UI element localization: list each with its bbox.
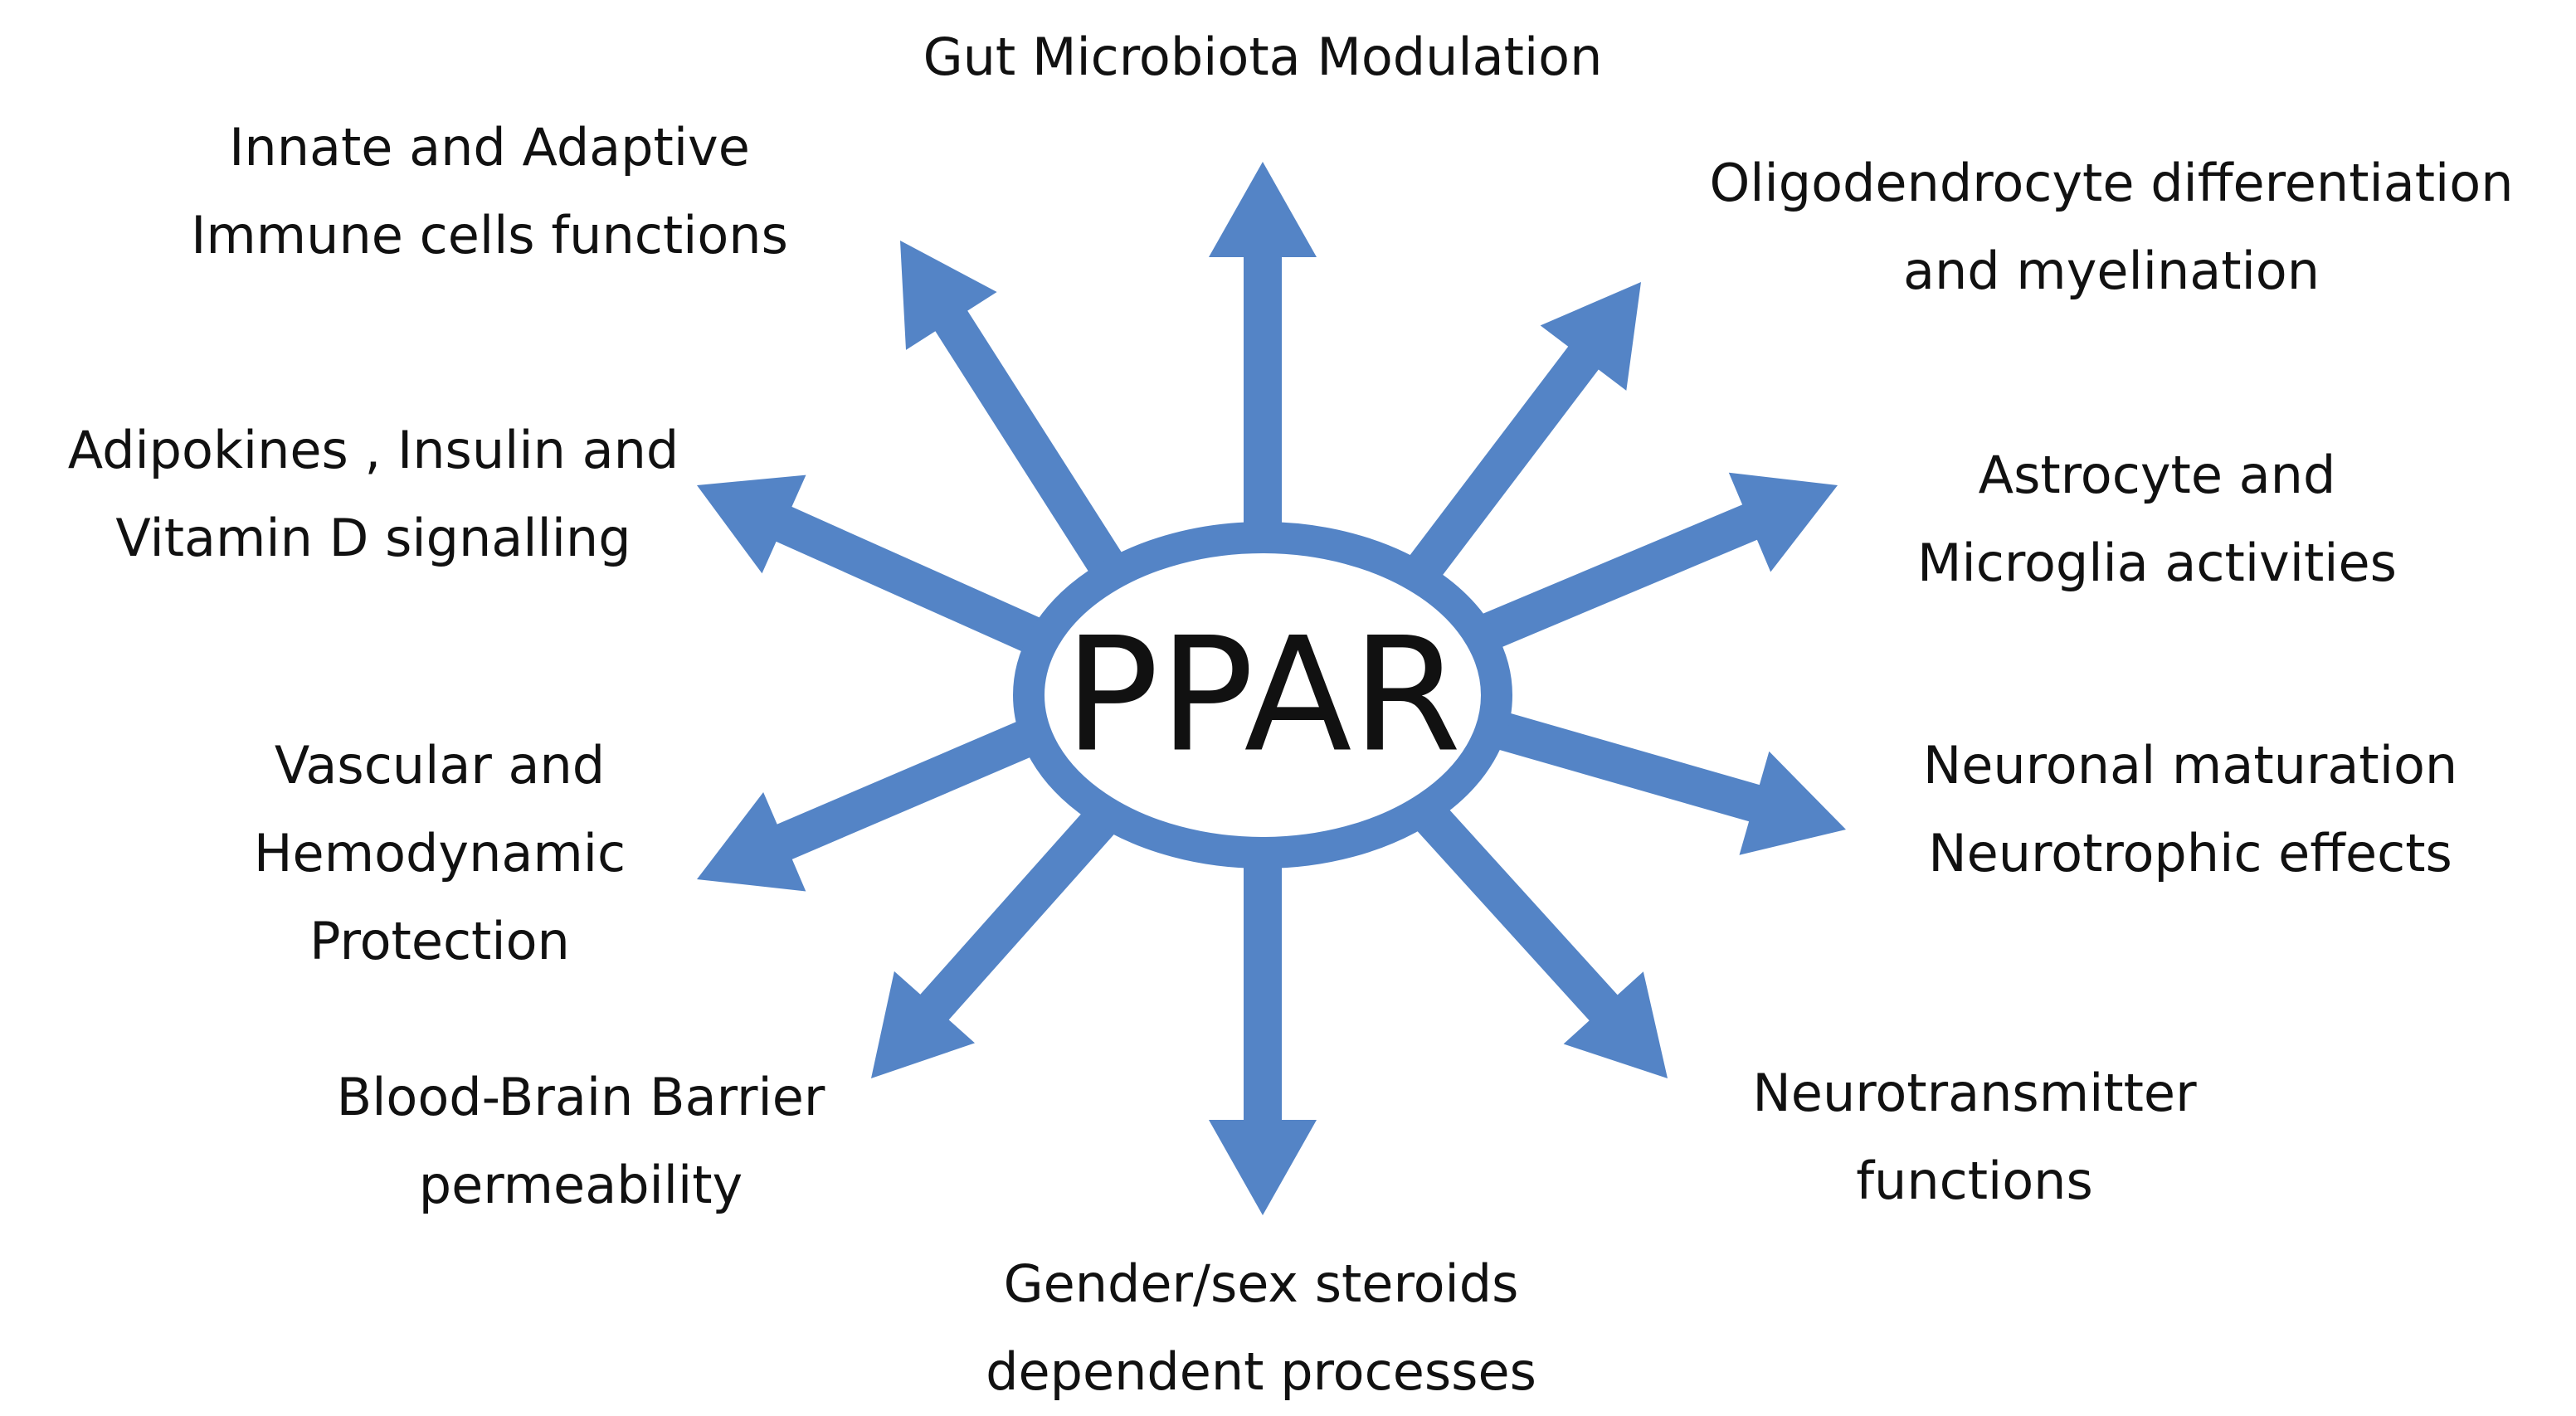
label-innate-adaptive-immune: Innate and Adaptive Immune cells functio… <box>116 104 863 280</box>
label-line: functions <box>1856 1151 2093 1211</box>
label-line: Innate and Adaptive <box>229 117 750 178</box>
label-line: Gut Microbiota Modulation <box>923 27 1603 87</box>
arrow-down-left <box>871 800 1122 1078</box>
label-line: Gender/sex steroids <box>1003 1253 1519 1314</box>
label-gut-microbiota: Gut Microbiota Modulation <box>848 13 1678 101</box>
label-blood-brain-barrier: Blood-Brain Barrier permeability <box>265 1053 896 1229</box>
label-line: Adipokines , Insulin and <box>67 420 679 480</box>
label-line: Microglia activities <box>1917 533 2397 593</box>
label-neurotransmitter: Neurotransmitter functions <box>1692 1049 2257 1225</box>
label-line: Vitamin D signalling <box>115 508 631 568</box>
arrow-down-right <box>1409 796 1668 1078</box>
label-line: Neurotransmitter <box>1752 1063 2197 1123</box>
label-adipokines-insulin: Adipokines , Insulin and Vitamin D signa… <box>8 406 738 582</box>
label-line: and myelination <box>1902 241 2320 301</box>
label-neuronal-maturation: Neuronal maturation Neurotrophic effects <box>1875 722 2505 898</box>
arrow-left-lower <box>697 710 1058 892</box>
label-line: Vascular and <box>274 735 606 796</box>
label-line: Neuronal maturation <box>1922 735 2458 796</box>
arrow-down <box>1209 842 1317 1215</box>
label-line: dependent processes <box>986 1341 1536 1402</box>
arrow-up-left <box>900 241 1128 583</box>
arrow-up-right <box>1399 282 1641 592</box>
label-line: Astrocyte and <box>1978 445 2336 505</box>
arrow-up <box>1209 162 1317 547</box>
arrow-right-lower <box>1479 707 1846 855</box>
label-line: Oligodendrocyte differentiation <box>1709 153 2514 213</box>
label-line: permeability <box>418 1155 743 1215</box>
label-line: Protection <box>309 911 570 971</box>
arrow-left-upper <box>697 474 1058 660</box>
label-line: Blood-Brain Barrier <box>336 1067 825 1127</box>
label-line: Hemodynamic <box>253 823 626 883</box>
label-gender-steroids: Gender/sex steroids dependent processes <box>929 1240 1593 1416</box>
label-vascular-hemodynamic: Vascular and Hemodynamic Protection <box>174 722 705 985</box>
label-line: Immune cells functions <box>191 205 788 265</box>
arrows-group <box>697 162 1846 1215</box>
label-astrocyte-microglia: Astrocyte and Microglia activities <box>1842 431 2472 607</box>
arrow-right-upper <box>1465 472 1838 657</box>
ppar-center-label: PPAR <box>1064 604 1462 787</box>
ppar-ellipse <box>1013 522 1512 869</box>
label-oligodendrocyte: Oligodendrocyte differentiation and myel… <box>1651 139 2572 315</box>
label-line: Neurotrophic effects <box>1928 823 2452 883</box>
